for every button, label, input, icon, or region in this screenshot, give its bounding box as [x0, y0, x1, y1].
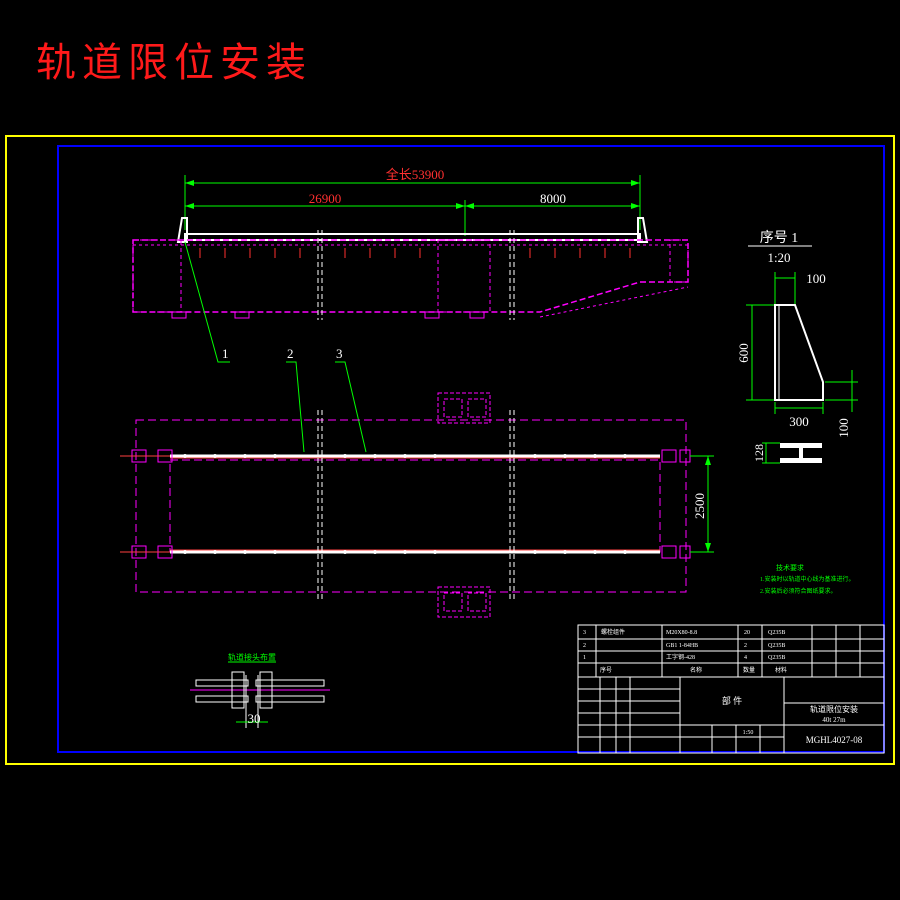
outer-frame — [5, 135, 895, 765]
joint-dim: 30 — [248, 711, 261, 726]
dim-left: 26900 — [309, 191, 342, 206]
detail-title: 序号 1 — [760, 230, 799, 246]
plan-view: 2500 — [120, 392, 714, 618]
joint-title: 轨道接头布置 — [228, 652, 276, 662]
dim-detail-foot: 100 — [836, 418, 851, 438]
drawing-scale: 1:50 — [743, 730, 754, 736]
parts-row-1-qty: 4 — [744, 655, 747, 661]
parts-row-2-qty: 2 — [744, 643, 747, 649]
dim-detail-base: 300 — [789, 414, 809, 429]
detail-scale: 1:20 — [767, 250, 790, 265]
dim-detail-height: 600 — [736, 343, 751, 363]
dim-detail-top: 100 — [806, 271, 826, 286]
drawing-sub: 40t 27m — [822, 716, 846, 724]
parts-row-3-mat: Q235B — [768, 630, 785, 636]
header-no: 序号 — [600, 666, 612, 674]
callout-1: 1 — [222, 346, 229, 361]
dim-total-length: 全长53900 — [386, 167, 445, 182]
header-name: 名称 — [690, 666, 702, 674]
header-qty: 数量 — [743, 666, 755, 674]
drawing-no: MGHL4027-08 — [806, 735, 863, 745]
parts-row-1-no: 1 — [583, 655, 586, 661]
inner-frame — [57, 145, 885, 753]
parts-row-1-mat: Q235B — [768, 655, 785, 661]
parts-row-2-mat: Q235B — [768, 643, 785, 649]
parts-row-3-spec: M20X80-8.8 — [666, 630, 697, 636]
notes-heading: 技术要求 — [776, 563, 804, 572]
callout-3: 3 — [336, 346, 343, 361]
parts-row-2-name: GB1 1-84HB — [666, 643, 698, 649]
notes-line-2: 2.安装后必须符合图纸要求。 — [760, 587, 837, 595]
parts-row-1-name: 工字钢-428 — [666, 653, 695, 661]
dim-plan-width: 2500 — [692, 493, 707, 519]
header-mat: 材料 — [775, 666, 787, 674]
technical-notes: 技术要求 1.安装时以轨道中心线为基准进行。 2.安装后必须符合图纸要求。 — [760, 563, 855, 595]
drawing-name: 轨道限位安装 — [810, 704, 858, 714]
drawing-title: 轨道限位安装 — [36, 40, 312, 86]
parts-row-3-name: 螺栓组件 — [601, 628, 625, 636]
parts-row-3-no: 3 — [583, 630, 586, 636]
title-block — [577, 624, 885, 754]
elevation-view: 全长53900 26900 8000 — [132, 167, 689, 453]
notes-line-1: 1.安装时以轨道中心线为基准进行。 — [760, 575, 855, 583]
parts-row-2-no: 2 — [583, 643, 586, 649]
detail-view: 序号 1 1:20 100 600 300 100 128 — [736, 230, 858, 464]
dim-right: 8000 — [540, 191, 566, 206]
part-label: 部 件 — [722, 695, 742, 706]
joint-detail: 轨道接头布置 30 — [190, 652, 330, 728]
callout-2: 2 — [287, 346, 294, 361]
dim-detail-section: 128 — [752, 444, 766, 462]
parts-row-3-qty: 20 — [744, 630, 750, 636]
title-block-text: 3 螺栓组件 M20X80-8.8 20 Q235B 2 GB1 1-84HB … — [583, 628, 863, 745]
